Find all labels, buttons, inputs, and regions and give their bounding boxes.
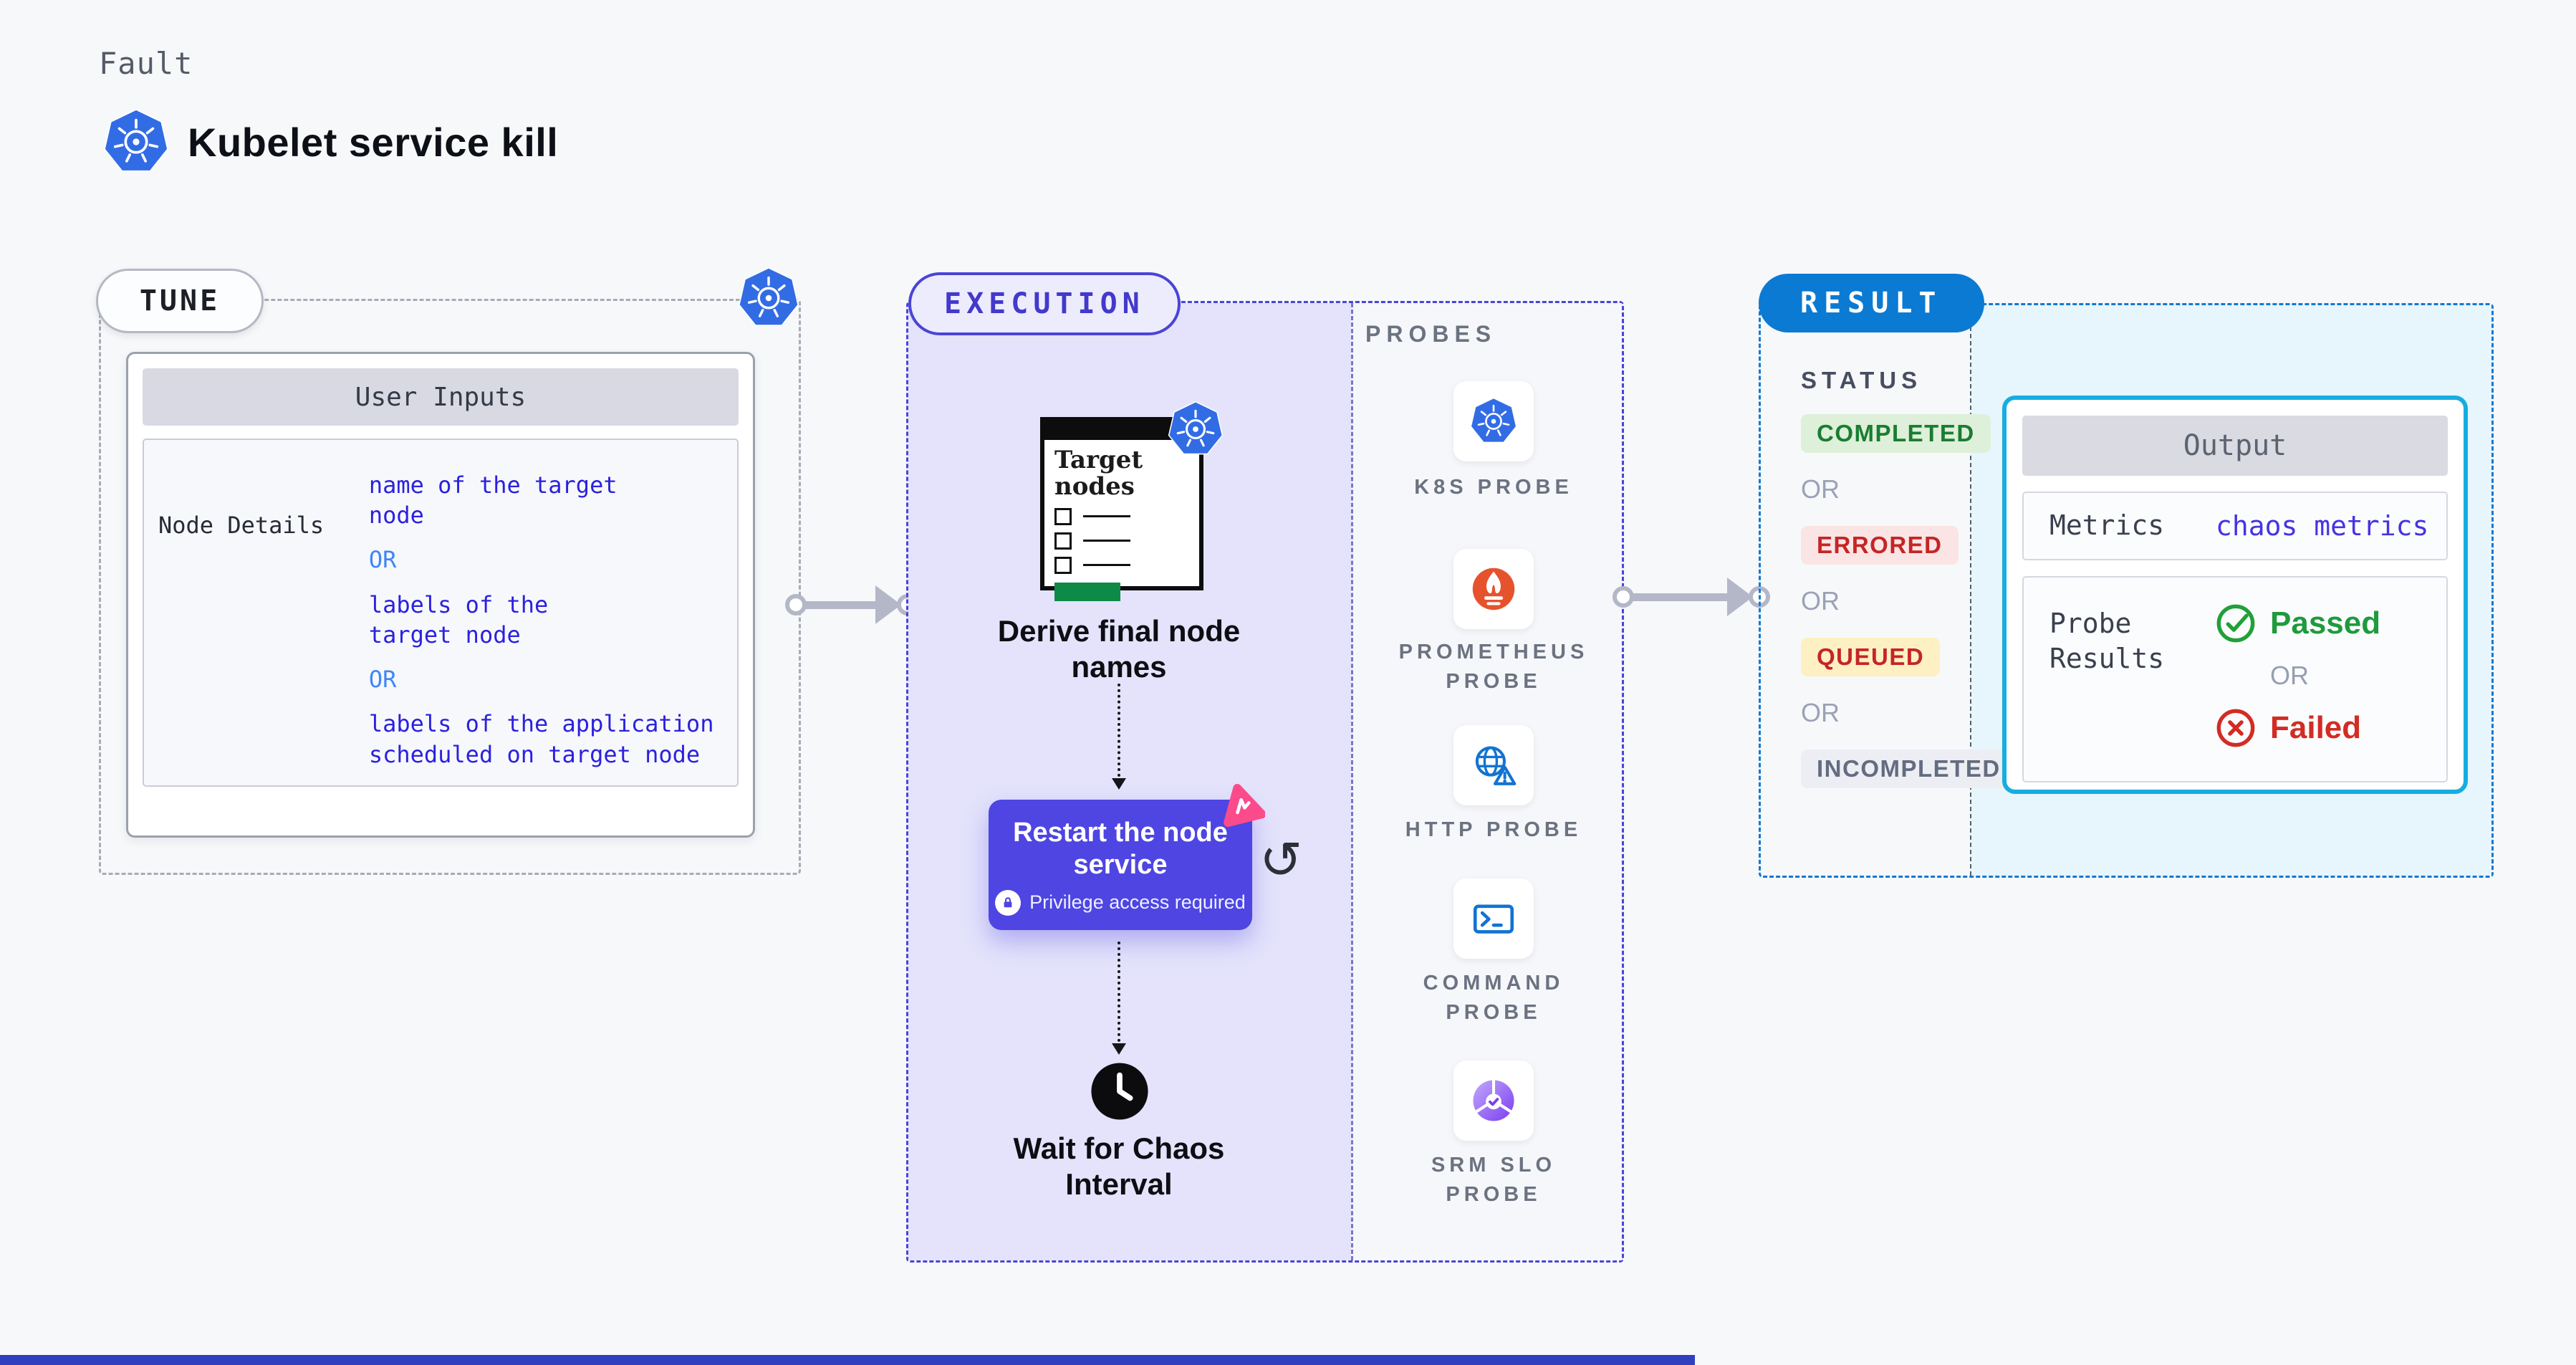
kubernetes-probe-icon bbox=[1470, 398, 1517, 445]
probes-label: PROBES bbox=[1365, 321, 1497, 347]
tune-badge: TUNE bbox=[96, 269, 264, 333]
status-label: STATUS bbox=[1801, 367, 1923, 393]
target-nodes-title: Target nodes bbox=[1054, 446, 1143, 502]
status-badge-completed: COMPLETED bbox=[1801, 414, 1991, 453]
privilege-chip-label: Privilege access required bbox=[1029, 891, 1246, 914]
or-separator: OR bbox=[1801, 586, 1840, 616]
option-value: labels of the application scheduled on t… bbox=[368, 710, 714, 768]
flow-arrowhead bbox=[1112, 778, 1126, 790]
connector-dot bbox=[785, 594, 807, 616]
passed-line: Passed bbox=[2216, 603, 2380, 643]
retry-loop-icon: ↺ bbox=[1259, 830, 1303, 890]
user-inputs-header: User Inputs bbox=[143, 368, 739, 426]
arrow-tune-to-execution bbox=[785, 585, 918, 624]
flow-arrowhead bbox=[1112, 1043, 1126, 1055]
probe-card-http bbox=[1453, 725, 1534, 805]
probe-label: SRM SLO PROBE bbox=[1431, 1154, 1557, 1206]
status-badge-incompleted: INCOMPLETED bbox=[1801, 749, 2017, 788]
status-badge-errored: ERRORED bbox=[1801, 526, 1959, 565]
tune-section bbox=[99, 299, 801, 875]
arrow-shaft bbox=[804, 600, 878, 609]
probe-card-prometheus bbox=[1453, 549, 1534, 629]
or-separator: OR bbox=[2270, 661, 2309, 690]
probe-label: PROMETHEUS PROBE bbox=[1398, 641, 1589, 693]
http-probe-icon bbox=[1469, 741, 1518, 790]
status-badge-queued: QUEUED bbox=[1801, 638, 1941, 676]
clock-icon bbox=[1089, 1060, 1150, 1122]
arrow-shaft bbox=[1632, 593, 1729, 601]
restart-service-node: Restart the node service Privilege acces… bbox=[989, 800, 1252, 930]
checkbox bbox=[1054, 556, 1072, 574]
x-circle-icon bbox=[2216, 708, 2256, 748]
user-inputs-table: User Inputs Node Details name of the tar… bbox=[126, 352, 755, 838]
node-list-item bbox=[1054, 507, 1199, 525]
failed-line: Failed bbox=[2216, 708, 2380, 748]
command-probe-icon bbox=[1470, 895, 1517, 942]
passed-value: Passed bbox=[2270, 605, 2381, 641]
or-separator: OR bbox=[1801, 698, 1840, 727]
or-separator: OR bbox=[1801, 474, 1840, 504]
failed-value: Failed bbox=[2270, 710, 2362, 745]
checkbox bbox=[1054, 507, 1072, 525]
list-line bbox=[1083, 564, 1130, 567]
execution-badge: EXECUTION bbox=[908, 272, 1181, 335]
page-header: Kubelet service kill bbox=[103, 109, 558, 175]
probe-results-row: Probe Results Passed OR Failed bbox=[2022, 576, 2448, 782]
node-list-item bbox=[1054, 556, 1199, 574]
fault-kicker: Fault bbox=[99, 46, 193, 81]
page-title: Kubelet service kill bbox=[188, 119, 559, 165]
lock-icon bbox=[995, 889, 1022, 916]
table-row: Node Details name of the target node OR … bbox=[143, 439, 739, 787]
litmus-chaos-icon bbox=[1218, 781, 1265, 828]
flow-connector bbox=[1118, 942, 1120, 1042]
or-separator: OR bbox=[368, 546, 397, 574]
checkbox bbox=[1054, 532, 1072, 550]
metrics-row: Metrics chaos metrics bbox=[2022, 492, 2448, 560]
probe-card-k8s bbox=[1453, 381, 1534, 461]
probe-results-values: Passed OR Failed bbox=[2216, 578, 2380, 781]
probe-card-command bbox=[1453, 878, 1534, 959]
srm-slo-probe-icon bbox=[1469, 1076, 1518, 1125]
probe-card-srm-slo bbox=[1453, 1060, 1534, 1141]
list-line bbox=[1083, 540, 1130, 542]
node-list-item bbox=[1054, 532, 1199, 550]
output-table: Output Metrics chaos metrics Probe Resul… bbox=[2002, 396, 2468, 794]
step-caption-derive-nodes: Derive final node names bbox=[997, 614, 1241, 684]
kubernetes-icon bbox=[103, 109, 169, 175]
output-header: Output bbox=[2022, 416, 2448, 476]
bottom-accent-bar bbox=[0, 1355, 1695, 1365]
step-caption-wait-interval: Wait for Chaos Interval bbox=[1013, 1131, 1225, 1201]
row-label: Node Details bbox=[158, 512, 325, 539]
option-value: name of the target node bbox=[368, 471, 617, 530]
action-title: Restart the node service bbox=[1013, 818, 1228, 880]
probe-label: K8S PROBE bbox=[1414, 476, 1573, 499]
connector-dot bbox=[1613, 586, 1634, 608]
result-badge: RESULT bbox=[1759, 274, 1984, 332]
status-list: COMPLETED OR ERRORED OR QUEUED OR INCOMP… bbox=[1801, 414, 2017, 788]
kubernetes-icon bbox=[738, 267, 799, 329]
probe-results-label: Probe Results bbox=[2049, 608, 2165, 675]
row-options: name of the target node OR labels of the… bbox=[369, 440, 737, 785]
probe-label: COMMAND PROBE bbox=[1423, 972, 1565, 1024]
prometheus-probe-icon bbox=[1469, 565, 1518, 613]
selected-bar bbox=[1054, 582, 1120, 601]
arrow-execution-to-result bbox=[1613, 578, 1770, 616]
or-separator: OR bbox=[368, 666, 397, 694]
check-circle-icon bbox=[2216, 603, 2256, 643]
target-nodes-card: Target nodes bbox=[1040, 417, 1203, 601]
option-value: labels of the target node bbox=[368, 590, 549, 648]
privilege-chip: Privilege access required bbox=[989, 889, 1252, 916]
kubernetes-icon bbox=[1168, 401, 1224, 457]
metrics-label: Metrics bbox=[2049, 509, 2165, 542]
metrics-value: chaos metrics bbox=[2216, 510, 2429, 542]
list-line bbox=[1083, 515, 1130, 518]
flow-connector bbox=[1118, 684, 1120, 777]
probe-label: HTTP PROBE bbox=[1405, 818, 1582, 841]
